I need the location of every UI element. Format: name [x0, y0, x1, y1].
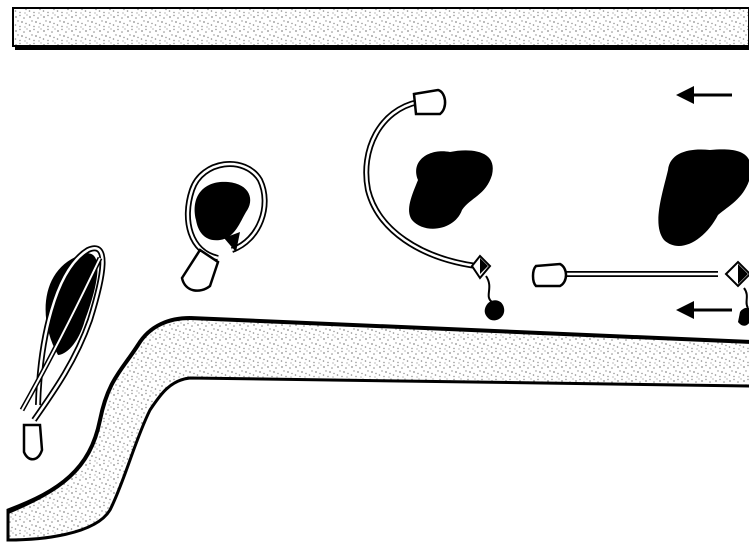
stage-4-straight-catheter [531, 149, 749, 326]
arrow-bottom-left-icon [676, 301, 732, 319]
stage-1-looped-device [19, 245, 106, 461]
stage-3-curved-catheter [363, 88, 505, 321]
bottom-wall [6, 316, 749, 542]
stage-2-loop-capture [180, 161, 268, 292]
arrow-top-left-icon [676, 86, 732, 104]
top-wall [12, 7, 749, 50]
